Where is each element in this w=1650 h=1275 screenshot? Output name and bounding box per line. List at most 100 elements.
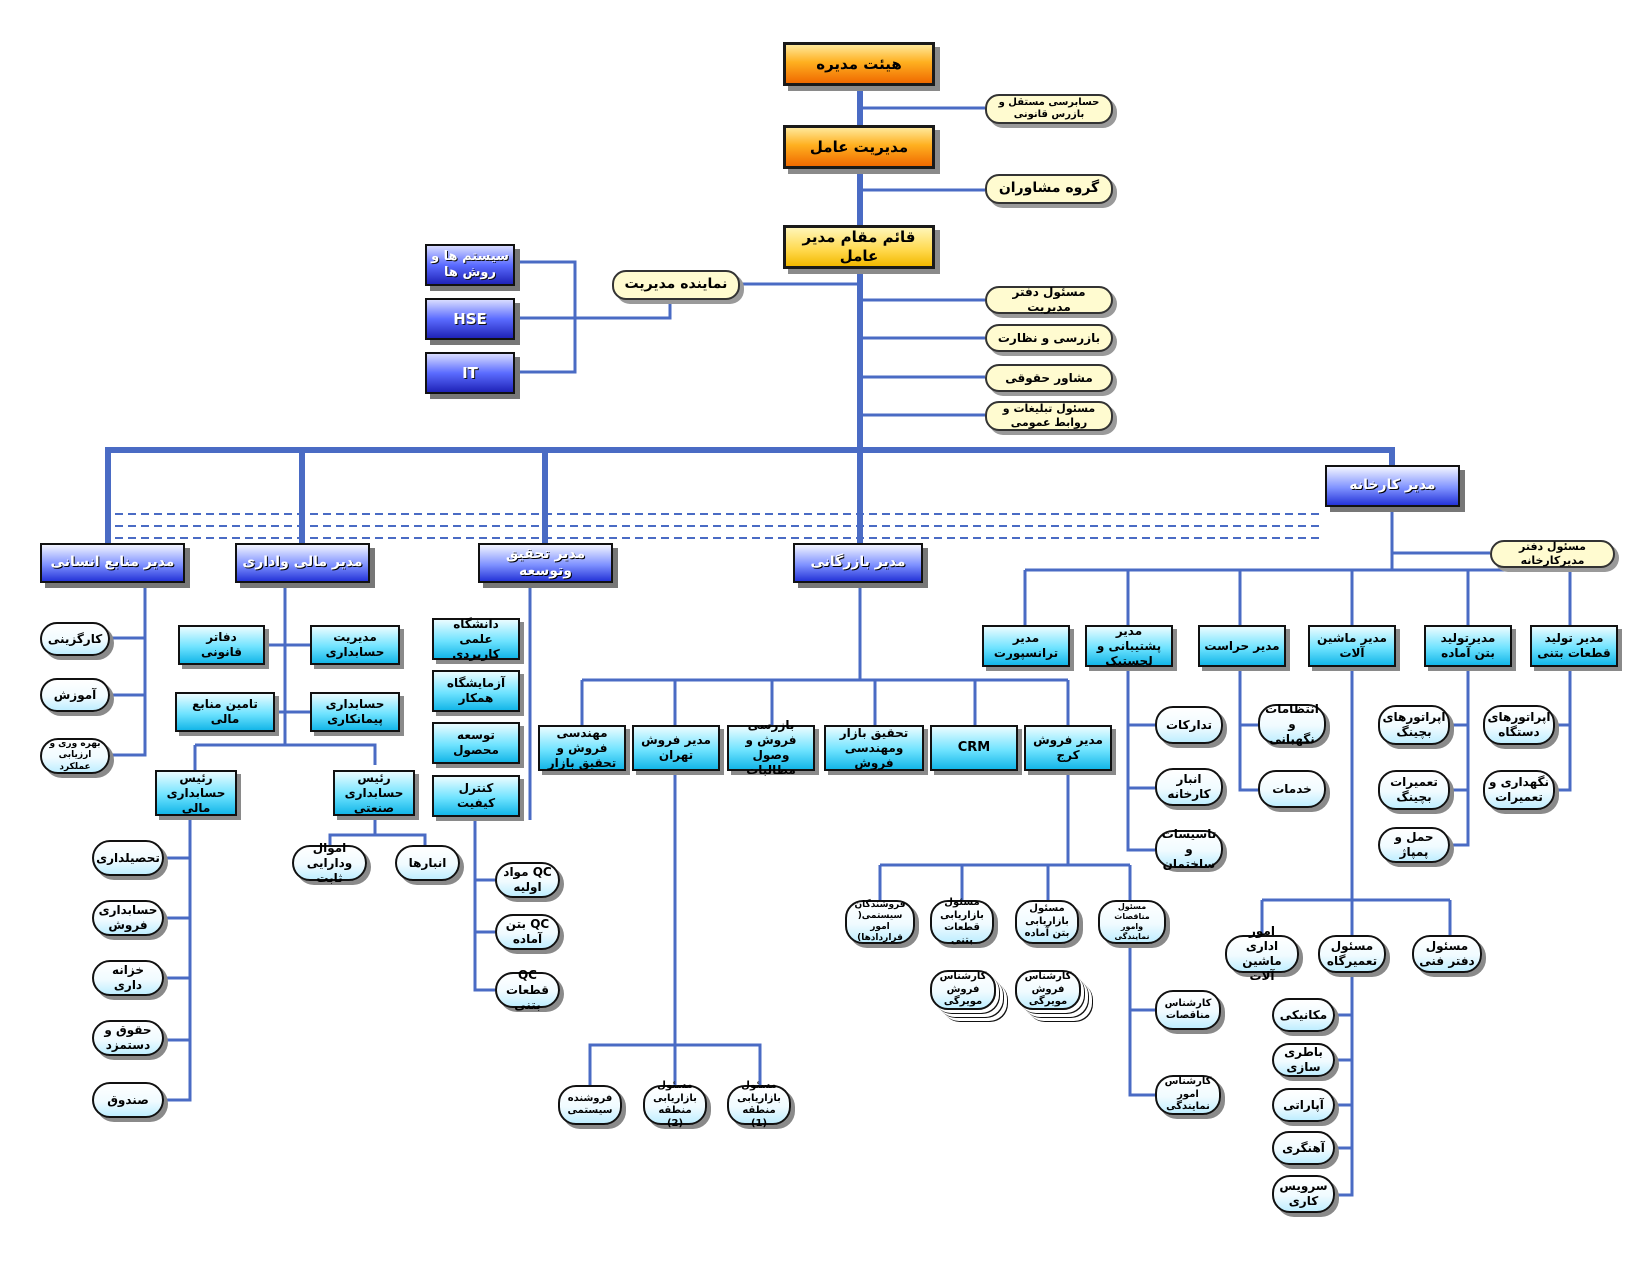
- hr-item[interactable]: آموزش: [40, 678, 110, 712]
- karaj-item[interactable]: فروشندگان سیستمی( امور قراردادها): [845, 900, 915, 944]
- commerce-unit[interactable]: بازرسی فروش و وصول مطالبات: [727, 718, 815, 777]
- deputy-ceo-box[interactable]: قائم مقام مدیر عامل: [783, 225, 935, 269]
- precast-item[interactable]: اپراتورهای دستگاه: [1483, 705, 1555, 745]
- logistics-item[interactable]: تدارکات: [1155, 706, 1223, 744]
- hr-item[interactable]: کارگزینی: [40, 622, 110, 656]
- workshop-item-label: آپاراتی: [1283, 1097, 1324, 1112]
- it-box[interactable]: IT: [425, 352, 515, 394]
- commerce-unit-label: مهندسی فروش و تحقیق بازار: [547, 725, 617, 770]
- security-item[interactable]: خدمات: [1258, 770, 1326, 808]
- rnd-item[interactable]: توسعه محصول: [432, 722, 520, 764]
- finance-item[interactable]: صندوق: [92, 1082, 164, 1118]
- rnd-item[interactable]: دانشگاه علمی کاربردی: [432, 617, 520, 661]
- accounting-mgmt-box[interactable]: مدیریت حسابداری: [310, 625, 400, 665]
- factory-manager-box[interactable]: مدیر کارخانه: [1325, 465, 1460, 507]
- industrial-item[interactable]: انبارها: [395, 845, 460, 881]
- ceo-box[interactable]: مدیریت عامل: [783, 125, 935, 169]
- workshop-item[interactable]: مکانیکی: [1272, 998, 1335, 1032]
- workshop-item-label: سرویس کاری: [1279, 1179, 1328, 1208]
- commerce-manager-box[interactable]: مدیر بازرگانی: [793, 543, 923, 583]
- commerce-unit[interactable]: تحقیق بازار ومهندسی فروش: [824, 725, 924, 771]
- precast-item-label: نگهداری و تعمیرات: [1489, 775, 1549, 804]
- capillary-sales-expert-2[interactable]: کارشناس فروش مویرگی: [1015, 970, 1081, 1010]
- board-box[interactable]: هیئت مدیره: [783, 42, 935, 86]
- financial-accounting-head-box[interactable]: رئیس حسابداری مالی: [155, 770, 237, 816]
- factory-unit[interactable]: مدیر حراست: [1198, 625, 1286, 667]
- concrete-item[interactable]: تعمیرات بچینگ: [1378, 770, 1450, 810]
- commerce-unit[interactable]: CRM: [930, 725, 1018, 771]
- finance-item-label: تحصیلداری: [96, 850, 160, 865]
- hr-manager-box[interactable]: مدیر منابع انسانی: [40, 543, 185, 583]
- systems-box[interactable]: سیستم ها و روش ها: [425, 244, 515, 286]
- qc-item[interactable]: QC قطعات بتنی: [495, 968, 560, 1012]
- finance-item[interactable]: تحصیلداری: [92, 840, 164, 876]
- legal-advisor-pill[interactable]: مشاور حقوقی: [985, 364, 1113, 392]
- logistics-item[interactable]: انبار کارخانه: [1155, 768, 1223, 806]
- rnd-item[interactable]: آزمایشگاه همکار: [432, 670, 520, 712]
- hr-item[interactable]: بهره وری و ارزیابی عملکرد: [40, 738, 110, 774]
- finance-item[interactable]: حسابداری فروش: [92, 900, 164, 936]
- tehran-item[interactable]: مسئول بازاریابی منطقه (1): [727, 1080, 791, 1129]
- inspection-pill[interactable]: بازرسی و نظارت: [985, 324, 1113, 352]
- karaj-item[interactable]: مسئول مناقصات وامور نمایندگی: [1098, 900, 1166, 944]
- machinery-sub-label: امور اداری ماشین آلات: [1242, 924, 1282, 983]
- security-item[interactable]: انتظامات و نگهبانی: [1258, 702, 1326, 746]
- industrial-accounting-head-label: رئیس حسابداری صنعتی: [344, 770, 404, 815]
- karaj-item[interactable]: مسئول بازاریابی قطعات بتنی: [930, 897, 994, 946]
- funding-box[interactable]: تامین منابع مالی: [175, 692, 275, 732]
- accounting-mgmt-label: مدیریت حسابداری: [325, 630, 385, 659]
- factory-unit-label: مدیر حراست: [1204, 638, 1280, 653]
- commerce-unit[interactable]: مهندسی فروش و تحقیق بازار: [538, 725, 626, 771]
- rnd-item[interactable]: کنترل کیفیت: [432, 775, 520, 817]
- machinery-sub[interactable]: امور اداری ماشین آلات: [1225, 924, 1299, 983]
- industrial-item[interactable]: اموال ودارایی ثابت: [292, 841, 367, 885]
- workshop-item[interactable]: سرویس کاری: [1272, 1175, 1335, 1213]
- board-label: هیئت مدیره: [816, 54, 902, 73]
- commerce-unit[interactable]: مدیر فروش تهران: [632, 725, 720, 771]
- tehran-item[interactable]: مسئول بازاریابی منطقه (2): [643, 1080, 707, 1129]
- auditor-label: حسابرسی مستقل و بازرس قانونی: [998, 96, 1100, 121]
- tehran-item[interactable]: فروشنده سیستمی: [558, 1085, 622, 1125]
- factory-unit[interactable]: مدیر ترانسپورت: [982, 625, 1070, 667]
- auditor-pill[interactable]: حسابرسی مستقل و بازرس قانونی: [985, 94, 1113, 124]
- factory-unit[interactable]: مدیر ماشین آلات: [1308, 625, 1396, 667]
- contract-accounting-box[interactable]: حسابداری پیمانکاری: [310, 692, 400, 732]
- tenders-expert[interactable]: کارشناس مناقصات: [1155, 990, 1221, 1030]
- commerce-unit[interactable]: مدیر فروش کرج: [1024, 725, 1112, 771]
- precast-item[interactable]: نگهداری و تعمیرات: [1483, 770, 1555, 810]
- office-head-pill[interactable]: مسئول دفتر مدیریت: [985, 285, 1113, 314]
- qc-item[interactable]: QC مواد اولیه: [495, 862, 560, 898]
- workshop-item[interactable]: باطری سازی: [1272, 1043, 1335, 1077]
- concrete-item[interactable]: حمل و پمپاژ: [1378, 827, 1450, 863]
- mgmt-rep-pill[interactable]: نماینده مدیریت: [612, 270, 740, 300]
- factory-unit[interactable]: مدیر تولید قطعات بتنی: [1530, 625, 1618, 667]
- legal-office-box[interactable]: دفاتر قانونی: [178, 625, 265, 665]
- workshop-item[interactable]: آپاراتی: [1272, 1088, 1335, 1122]
- industrial-accounting-head-box[interactable]: رئیس حسابداری صنعتی: [333, 770, 415, 816]
- factory-unit[interactable]: مدیر پشتیبانی و لجستیک: [1085, 624, 1173, 668]
- finance-item-label: خزانه داری: [111, 963, 144, 992]
- machinery-sub[interactable]: مسئول دفتر فنی: [1412, 935, 1482, 973]
- pr-pill[interactable]: مسئول تبلیغات و روابط عمومی: [985, 401, 1113, 431]
- finance-manager-box[interactable]: مدیر مالی واداری: [235, 543, 370, 583]
- hse-box[interactable]: HSE: [425, 298, 515, 340]
- factory-office-pill[interactable]: مسئول دفتر مدیرکارخانه: [1490, 540, 1615, 568]
- logistics-item[interactable]: تاسیسات و ساختمان: [1155, 827, 1223, 871]
- capillary-sales-label: کارشناس فروش مویرگی: [1024, 971, 1072, 1008]
- capillary-sales-label: کارشناس فروش مویرگی: [939, 971, 987, 1008]
- agency-expert[interactable]: کارشناس امور نمایندگی: [1155, 1075, 1221, 1115]
- mgmt-rep-label: نماینده مدیریت: [624, 276, 728, 293]
- workshop-item[interactable]: آهنگری: [1272, 1131, 1335, 1165]
- advisors-pill[interactable]: گروه مشاوران: [985, 174, 1113, 204]
- capillary-sales-expert-1[interactable]: کارشناس فروش مویرگی: [930, 970, 996, 1010]
- karaj-item[interactable]: مسئول بازاریابی بتن آماده: [1015, 900, 1079, 944]
- factory-manager-label: مدیر کارخانه: [1349, 477, 1436, 494]
- qc-item[interactable]: QC بتن آماده: [495, 914, 560, 950]
- machinery-sub[interactable]: مسئول تعمیرگاه: [1318, 935, 1386, 973]
- inspection-label: بازرسی و نظارت: [997, 330, 1101, 345]
- concrete-item[interactable]: اپراتورهای بچینگ: [1378, 705, 1450, 745]
- finance-item[interactable]: خزانه داری: [92, 960, 164, 996]
- rnd-manager-box[interactable]: مدیر تحقیق وتوسعه: [478, 543, 613, 583]
- finance-item[interactable]: حقوق و دستمزد: [92, 1020, 164, 1056]
- factory-unit[interactable]: مدیرتولید بتن آماده: [1424, 625, 1512, 667]
